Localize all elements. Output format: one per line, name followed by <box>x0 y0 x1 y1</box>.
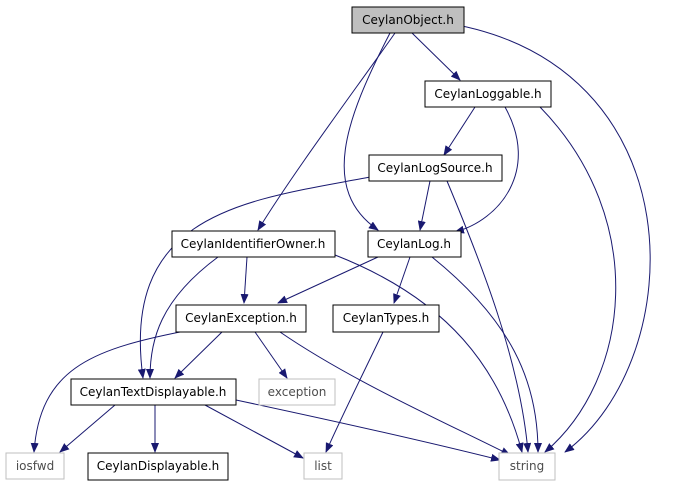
node-label: list <box>314 459 332 473</box>
node-ceylanobject[interactable]: CeylanObject.h <box>351 6 465 34</box>
edge-ceylantextdisplayable-to-iosfwd <box>59 404 116 453</box>
edge-ceylanobject-to-ceylanloggable <box>411 32 461 81</box>
edge-ceylanloggable-to-string <box>539 106 617 453</box>
edge-ceylanobject-to-ceylanidentifierowner <box>257 32 396 231</box>
node-label: iosfwd <box>16 459 54 473</box>
node-ceylantypes[interactable]: CeylanTypes.h <box>332 304 440 333</box>
node-label: CeylanObject.h <box>362 13 454 27</box>
node-label: CeylanIdentifierOwner.h <box>181 237 326 251</box>
node-string[interactable]: string <box>498 452 556 481</box>
node-ceylantextdisplayable[interactable]: CeylanTextDisplayable.h <box>70 378 237 406</box>
node-ceylanidentifierowner[interactable]: CeylanIdentifierOwner.h <box>171 230 336 258</box>
edge-ceylanexception-to-ceylantextdisplayable <box>174 331 223 379</box>
edge-ceylanlogsource-to-ceylantextdisplayable <box>137 176 371 379</box>
edge-ceylanexception-to-iosfwd <box>30 331 181 453</box>
edge-ceylanlog-to-ceylantypes <box>393 256 411 304</box>
edge-ceylanlog-to-ceylanexception <box>277 256 379 304</box>
edge-ceylantextdisplayable-to-list <box>204 404 304 459</box>
edge-ceylanlogsource-to-string <box>446 180 532 453</box>
edge-ceylanidentifierowner-to-ceylanexception <box>240 256 249 304</box>
node-ceylanexception[interactable]: CeylanException.h <box>175 304 307 333</box>
node-label: CeylanLog.h <box>377 237 451 251</box>
edge-ceylanlogsource-to-ceylanlog <box>417 180 431 231</box>
node-label: CeylanLoggable.h <box>434 87 541 101</box>
edge-ceylanidentifierowner-to-ceylantextdisplayable <box>146 256 219 379</box>
edge-ceylanobject-to-string <box>439 21 651 453</box>
edge-ceylanexception-to-string <box>279 331 511 456</box>
node-iosfwd[interactable]: iosfwd <box>5 452 65 480</box>
edge-ceylantextdisplayable-to-string <box>235 399 501 462</box>
node-exception[interactable]: exception <box>258 378 336 406</box>
nodes-layer: CeylanObject.h CeylanLoggable.h CeylanLo… <box>5 6 556 481</box>
edges-layer <box>30 21 651 462</box>
node-label: CeylanTextDisplayable.h <box>80 385 227 399</box>
node-ceylanloggable[interactable]: CeylanLoggable.h <box>424 80 552 108</box>
node-label: exception <box>268 385 327 399</box>
edge-ceylanobject-to-ceylanlog <box>343 32 391 231</box>
node-ceylandisplayable[interactable]: CeylanDisplayable.h <box>87 452 229 481</box>
node-list[interactable]: list <box>303 452 343 480</box>
node-ceylanlog[interactable]: CeylanLog.h <box>367 230 462 258</box>
node-label: CeylanDisplayable.h <box>97 459 220 473</box>
edge-ceylanidentifierowner-to-string <box>334 254 524 453</box>
edge-ceylanexception-to-exception <box>254 331 288 379</box>
node-label: CeylanLogSource.h <box>377 161 492 175</box>
node-label: string <box>510 459 544 473</box>
node-label: CeylanException.h <box>185 311 297 325</box>
node-ceylanlogsource[interactable]: CeylanLogSource.h <box>368 154 503 182</box>
edge-ceylanlog-to-string <box>431 256 542 453</box>
node-label: CeylanTypes.h <box>343 311 429 325</box>
edge-ceylantypes-to-list <box>325 331 384 453</box>
edge-ceylanloggable-to-ceylanlog <box>454 106 519 234</box>
edge-ceylanloggable-to-ceylanlogsource <box>443 106 476 156</box>
